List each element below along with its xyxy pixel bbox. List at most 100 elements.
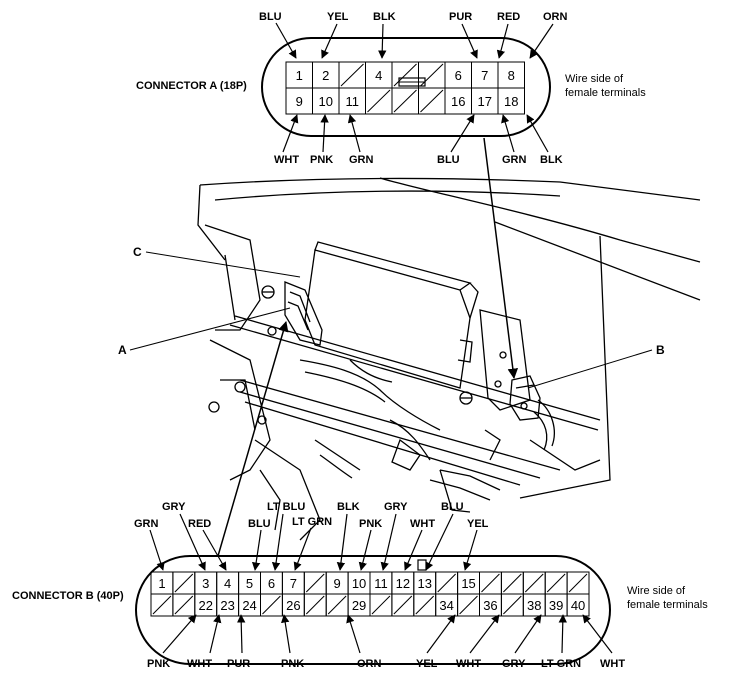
connector-b-empty-terminal-mark [393,595,413,615]
connector-a-caption: CONNECTOR A (18P) [136,80,247,92]
connector-b-terminal-number: 38 [527,598,541,613]
b-bottom-wire-label: YEL [416,658,438,670]
b-top-wire-label: RED [188,518,211,530]
a-top-wire-label: RED [497,11,520,23]
connector-b-empty-terminal-mark [437,573,456,593]
connector-b-empty-terminal-mark [503,573,522,593]
connector-b-empty-terminal-mark [305,595,325,615]
connector-b-note-line2: female terminals [627,599,708,611]
connector-b-note-line1: Wire side of [627,585,686,597]
b-bottom-wire-label: WHT [187,658,212,670]
b-bottom-wire-label: PNK [147,658,170,670]
connector-b-empty-terminal-mark [459,595,478,615]
connector-b-terminal-number: 22 [199,598,213,613]
connector-b-empty-terminal-mark [524,573,544,593]
connector-b-arrows [149,513,613,654]
callout-b: B [656,343,665,357]
connector-b-empty-terminal-mark [503,595,522,615]
connector-b-terminal-number: 5 [246,576,253,591]
connector-b-terminal-number: 26 [286,598,300,613]
connector-b-terminal-number: 6 [268,576,275,591]
connector-a-arrows [275,22,554,153]
connector-a-terminal-number: 16 [451,94,465,109]
connector-a-terminal-number: 10 [319,94,333,109]
b-bottom-wire-label: ORN [357,658,382,670]
connector-a-terminal-number: 6 [455,68,462,83]
connector-a-terminal-number: 9 [296,94,303,109]
b-top-wire-label: WHT [410,518,435,530]
b-top-wire-label: GRY [384,501,408,513]
connector-b-terminal-number: 7 [290,576,297,591]
a-bottom-wire-label: BLK [540,154,563,166]
connector-a-empty-terminal-mark [420,63,444,87]
connector-a-to-b-pointer [483,137,519,380]
connector-b-terminal-number: 34 [439,598,453,613]
connector-a-terminal-number: 4 [375,68,382,83]
connector-a-empty-terminal-mark [420,89,444,113]
connector-b-terminal-number: 10 [352,576,366,591]
connector-b-terminal-number: 23 [220,598,234,613]
connector-b-terminal-number: 15 [461,576,475,591]
connector-b-terminal-number: 9 [334,576,341,591]
a-bottom-wire-label: WHT [274,154,299,166]
b-top-wire-label: GRY [162,501,186,513]
connector-b-terminal-number: 24 [242,598,256,613]
callout-c-leader [145,251,301,278]
connector-b-empty-terminal-mark [546,573,566,593]
connector-a-terminal-number: 11 [346,94,360,109]
connector-b-terminal-number: 12 [396,576,410,591]
a-bottom-wire-label: PNK [310,154,333,166]
connector-b-terminal-number: 40 [571,598,585,613]
connector-a-top-wire-labels: BLU YEL BLK PUR RED ORN [259,11,568,23]
connector-b-empty-terminal-mark [305,573,325,593]
connector-a-empty-terminal-mark [367,89,391,113]
b-bottom-wire-label: WHT [600,658,625,670]
b-top-wire-label: GRN [134,518,159,530]
connector-b-empty-terminal-mark [174,573,194,593]
connector-b-terminal-number: 13 [418,576,432,591]
connector-b-bottom-wire-labels: PNK WHT PUR PNK ORN YEL WHT GRY LT GRN W… [147,658,625,670]
connector-b-terminal-cell [566,593,590,617]
b-bottom-wire-label: PNK [281,658,304,670]
connector-b-terminal-number: 11 [374,576,388,591]
connector-b-empty-terminal-mark [174,595,194,615]
connector-a-note-line2: female terminals [565,87,646,99]
callout-a-leader [129,307,291,351]
b-top-wire-label: PNK [359,518,382,530]
connector-a-terminal-number: 8 [508,68,515,83]
b-top-wire-label: BLU [248,518,271,530]
connector-b-to-a-pointer [217,320,289,557]
connector-b-empty-terminal-mark [152,595,172,615]
callout-c: C [133,245,142,259]
b-bottom-wire-label: GRY [502,658,526,670]
connector-a-terminal-cell [497,87,525,115]
connector-b-terminal-number: 4 [224,576,231,591]
ecm-mounting-illustration [197,177,701,541]
connector-b-terminal-number: 29 [352,598,366,613]
a-top-wire-label: ORN [543,11,568,23]
connector-b-top-wire-labels: GRN GRY RED BLU LT BLU LT GRN BLK PNK GR… [134,501,489,530]
connector-b-empty-terminal-mark [262,595,281,615]
b-top-wire-label: LT GRN [292,516,332,528]
connector-b-empty-terminal-mark [568,573,588,593]
a-bottom-wire-label: BLU [437,154,460,166]
connector-b-empty-terminal-mark [415,595,435,615]
connector-a-note-line1: Wire side of [565,73,624,85]
connector-b-empty-terminal-mark [327,595,347,615]
a-top-wire-label: BLK [373,11,396,23]
connector-a-terminal-number: 17 [478,94,492,109]
connector-b-terminal-number: 39 [549,598,563,613]
a-top-wire-label: PUR [449,11,472,23]
a-bottom-wire-label: GRN [502,154,527,166]
connector-a-terminal-number: 1 [296,68,303,83]
b-bottom-wire-label: LT GRN [541,658,581,670]
b-top-wire-label: BLK [337,501,360,513]
connector-a-terminal-number: 2 [322,68,329,83]
callout-a: A [118,343,127,357]
connector-b-terminal-number: 3 [202,576,209,591]
connector-b-empty-terminal-mark [371,595,391,615]
a-top-wire-label: BLU [259,11,282,23]
